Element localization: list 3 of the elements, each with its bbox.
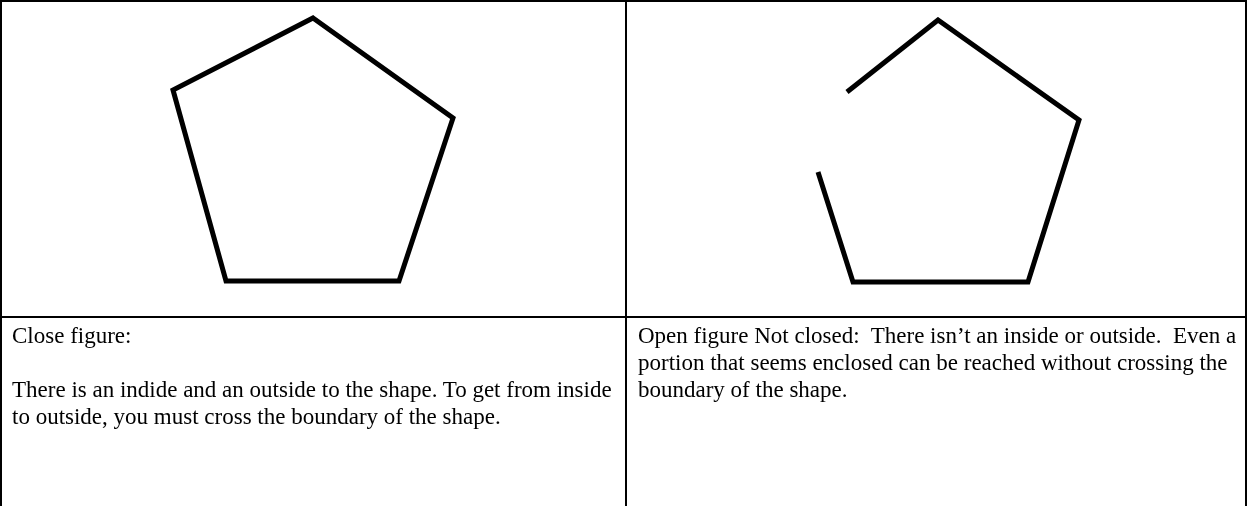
cell-text: Close figure: bbox=[12, 322, 133, 349]
cell-text: Open figure Not closed: There isn’t an inside or outside. Even a portion that seems enclosed can be reached without crossing the boundary of the shape. bbox=[638, 322, 1238, 403]
cell-text: There is an indide and an outside to the shape. To get from inside to outside, you must cross the boundary of the shape. bbox=[12, 376, 612, 430]
